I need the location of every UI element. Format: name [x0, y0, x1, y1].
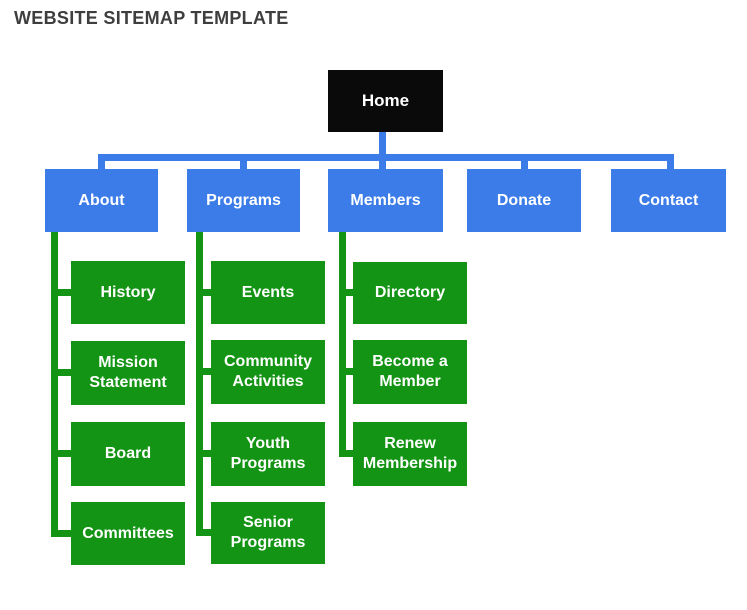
connector-stub-committees	[51, 530, 72, 537]
node-board-label: Board	[104, 445, 152, 462]
node-senior-programs[interactable]: Senior Programs	[211, 502, 325, 564]
node-directory-label: Directory	[374, 284, 446, 301]
node-history-label: History	[100, 283, 156, 301]
node-renew-membership-label: Renew Membership	[362, 435, 458, 472]
connector-stub-directory	[339, 289, 353, 296]
node-board[interactable]: Board	[71, 422, 185, 486]
connector-about-vline	[51, 229, 58, 537]
node-home-label: Home	[361, 91, 410, 111]
node-become-a-member[interactable]: Become a Member	[353, 340, 467, 404]
node-community-activities-label: Community Activities	[224, 353, 312, 390]
connector-stub-community-activities	[196, 368, 212, 375]
node-about-label: About	[78, 191, 125, 209]
connector-stub-become-a-member	[339, 368, 353, 375]
connector-stub-history	[51, 289, 72, 296]
connector-stub-senior-programs	[196, 529, 212, 536]
node-renew-membership[interactable]: Renew Membership	[353, 422, 467, 486]
node-contact-label: Contact	[638, 191, 699, 209]
page-title: WEBSITE SITEMAP TEMPLATE	[14, 8, 289, 28]
connector-drop-contact	[667, 154, 674, 170]
node-events-label: Events	[241, 283, 295, 301]
connector-drop-about	[98, 154, 105, 170]
node-committees-label: Committees	[82, 524, 174, 542]
node-mission-statement-label: Mission Statement	[89, 354, 167, 391]
node-contact[interactable]: Contact	[611, 169, 726, 232]
node-mission-statement[interactable]: Mission Statement	[71, 341, 185, 405]
connector-stub-board	[51, 450, 72, 457]
node-community-activities[interactable]: Community Activities	[211, 340, 325, 404]
connector-stub-events	[196, 289, 212, 296]
connector-programs-vline	[196, 229, 203, 536]
connector-stub-youth-programs	[196, 450, 212, 457]
node-members[interactable]: Members	[328, 169, 443, 232]
node-donate-label: Donate	[496, 191, 552, 209]
node-become-a-member-label: Become a Member	[372, 353, 448, 390]
connector-drop-programs	[240, 154, 247, 170]
node-members-label: Members	[350, 191, 421, 209]
node-home[interactable]: Home	[328, 70, 443, 132]
node-history[interactable]: History	[71, 261, 185, 324]
connector-level1-hline	[98, 154, 674, 161]
node-programs-label: Programs	[206, 191, 281, 209]
node-programs[interactable]: Programs	[187, 169, 300, 232]
connector-drop-donate	[521, 154, 528, 170]
connector-stub-renew-membership	[339, 450, 353, 457]
node-events[interactable]: Events	[211, 261, 325, 324]
node-youth-programs[interactable]: Youth Programs	[211, 422, 325, 486]
node-youth-programs-label: Youth Programs	[230, 435, 306, 472]
node-senior-programs-label: Senior Programs	[230, 514, 306, 551]
node-committees[interactable]: Committees	[71, 502, 185, 565]
node-about[interactable]: About	[45, 169, 158, 232]
connector-members-vline	[339, 229, 346, 457]
connector-home-stem	[379, 131, 386, 171]
connector-stub-mission-statement	[51, 369, 72, 376]
node-donate[interactable]: Donate	[467, 169, 581, 232]
node-directory[interactable]: Directory	[353, 262, 467, 324]
